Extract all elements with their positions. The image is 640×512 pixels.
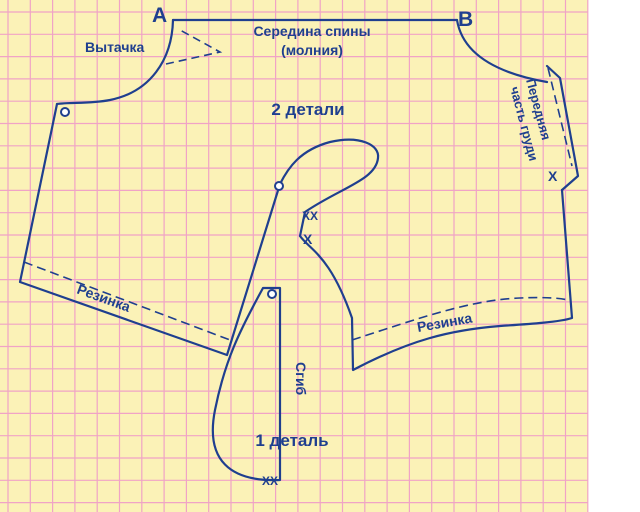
label-dart: Вытачка <box>85 39 144 55</box>
right-lower-edge <box>298 188 574 372</box>
label-one-piece: 1 деталь <box>255 431 328 450</box>
dashed-lines <box>23 29 573 341</box>
label-corner-a: A <box>152 4 167 27</box>
elastic-left-dashed <box>23 261 231 341</box>
dot-center <box>274 181 284 191</box>
grid-lines <box>0 0 589 512</box>
left-side-edge <box>18 102 282 357</box>
front-chest-edge <box>545 64 580 192</box>
mark-xx-top: XX <box>302 209 318 223</box>
label-zipper: (молния) <box>281 42 343 58</box>
pattern-piece-back <box>18 18 580 482</box>
dart-lines <box>165 29 223 65</box>
dot-left <box>60 107 70 117</box>
elastic-right-dashed <box>351 296 569 341</box>
mark-x-strap: X <box>303 231 313 247</box>
mark-xx-bottom: XX <box>262 474 278 488</box>
label-back-center: Середина спины <box>253 23 370 39</box>
center-strap-loop <box>278 138 380 238</box>
left-armhole-curve <box>55 18 175 106</box>
label-corner-b: B <box>458 8 473 31</box>
right-armhole-curve <box>455 18 549 84</box>
dot-fold <box>267 289 277 299</box>
marker-dots <box>60 107 284 299</box>
label-fold: Сгиб <box>293 362 309 396</box>
mark-x-chest: X <box>548 168 558 184</box>
label-two-pieces: 2 детали <box>271 100 344 119</box>
front-chest-dashed <box>547 67 573 167</box>
strap-piece-outline <box>211 286 282 482</box>
paper-background <box>0 0 588 512</box>
